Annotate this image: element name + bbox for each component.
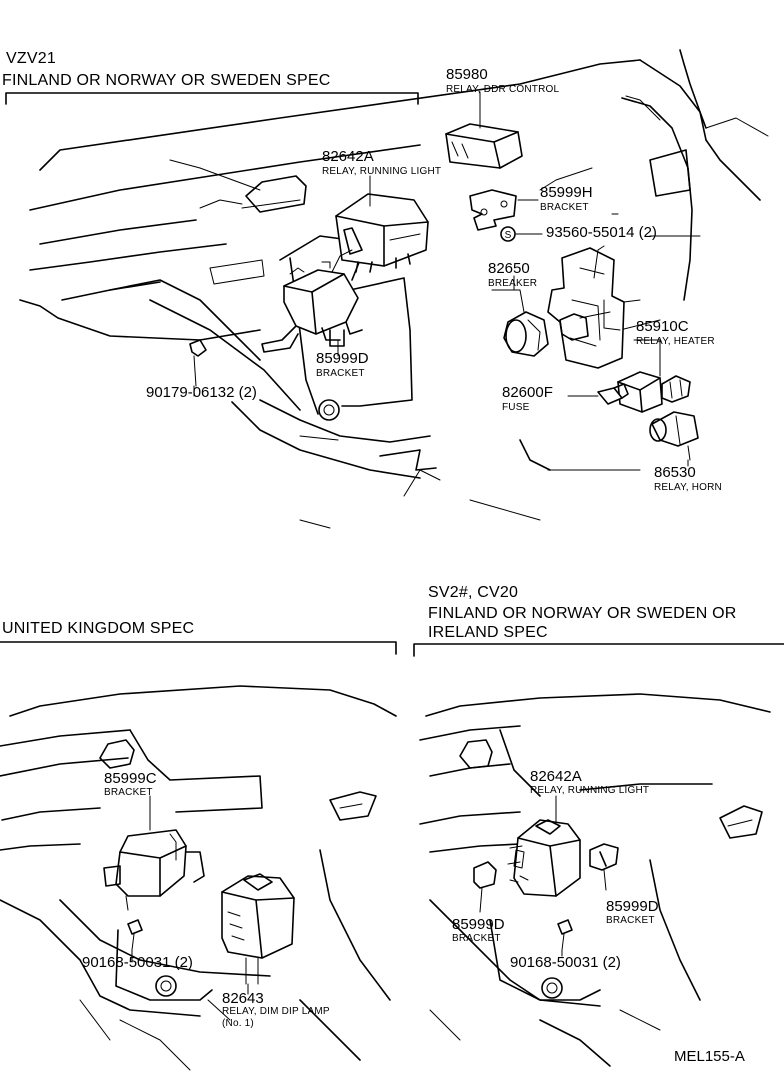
part-desc-bracket-d-top: BRACKET <box>316 368 365 379</box>
part-number-bracket-d-top: 85999D <box>316 350 369 367</box>
part-desc-fuse: FUSE <box>502 402 530 413</box>
bottom-right-model-label: SV2#, CV20 <box>428 584 519 601</box>
bottom-right-spec-line1: FINLAND OR NORWAY OR SWEDEN OR <box>428 605 737 622</box>
part-desc-relay-running-top: RELAY, RUNNING LIGHT <box>322 166 442 177</box>
screw-icon: S <box>500 226 543 242</box>
fuse-icon <box>567 383 629 405</box>
part-number-clip: 90179-06132 (2) <box>146 384 257 401</box>
relay-icon <box>331 193 429 273</box>
relay-icon <box>649 411 699 461</box>
relay-icon <box>507 819 581 897</box>
breaker-icon <box>491 289 549 357</box>
bottom-left-spec-label: UNITED KINGDOM SPEC <box>2 620 195 637</box>
bracket-icon <box>103 811 205 911</box>
part-desc-bracket-h: BRACKET <box>540 202 589 213</box>
part-desc-relay-ddr: RELAY, DDR CONTROL <box>446 84 560 95</box>
bracket-icon <box>473 861 497 913</box>
bottom-right-dashboard-outline <box>419 693 771 1067</box>
part-number-screw-bottom-right: 90168-50031 (2) <box>510 954 621 971</box>
part-number-screw-top: 93560-55014 (2) <box>546 224 657 241</box>
bottom-right-section-drawing <box>413 643 784 1067</box>
bottom-left-section-drawing <box>0 641 397 1071</box>
part-number-bracket-d-left: 85999D <box>452 916 505 933</box>
top-dashboard-outline <box>19 49 769 529</box>
bottom-right-header-bracket <box>413 643 784 657</box>
part-number-fuse: 82600F <box>502 384 553 401</box>
part-number-breaker: 82650 <box>488 260 530 277</box>
part-number-relay-dim: 82643 <box>222 990 264 1007</box>
part-desc-bracket-c: BRACKET <box>104 787 153 798</box>
bottom-right-leader-lines <box>555 795 563 957</box>
bracket-icon <box>589 843 619 891</box>
screw-icon <box>557 919 573 951</box>
clip-icon <box>189 339 207 387</box>
part-number-screw-bottom-left: 90168-50031 (2) <box>82 954 193 971</box>
bottom-left-dashboard-outline <box>0 685 397 1071</box>
part-desc-relay-heater: RELAY, HEATER <box>636 336 715 347</box>
part-desc-relay-running-bottom: RELAY, RUNNING LIGHT <box>530 785 650 796</box>
bottom-left-header-bracket <box>0 641 397 655</box>
screw-icon <box>127 919 143 951</box>
screw-symbol: S <box>505 230 512 241</box>
part-number-relay-running-bottom: 82642A <box>530 768 582 785</box>
figure-code: MEL155-A <box>674 1048 745 1065</box>
part-desc2-relay-dim: (No. 1) <box>222 1018 254 1029</box>
top-leader-lines <box>193 91 689 467</box>
part-desc-relay-horn: RELAY, HORN <box>654 482 722 493</box>
top-header-bracket <box>5 92 419 105</box>
relay-icon <box>445 123 523 169</box>
relay-block <box>547 213 641 369</box>
part-number-relay-heater: 85910C <box>636 318 689 335</box>
bottom-right-spec-line2: IRELAND SPEC <box>428 624 548 641</box>
bracket-icon <box>261 261 363 353</box>
part-desc-breaker: BREAKER <box>488 278 538 289</box>
part-desc-bracket-d-right: BRACKET <box>606 915 655 926</box>
top-section-drawing: S <box>5 49 769 529</box>
part-desc-bracket-d-left: BRACKET <box>452 933 501 944</box>
part-number-bracket-h: 85999H <box>540 184 593 201</box>
top-model-label: VZV21 <box>6 50 56 67</box>
bracket-icon <box>469 189 517 231</box>
part-number-bracket-c: 85999C <box>104 770 157 787</box>
part-desc-relay-dim: RELAY, DIM DIP LAMP <box>222 1006 330 1017</box>
bottom-left-leader-lines <box>131 795 249 995</box>
part-number-relay-horn: 86530 <box>654 464 696 481</box>
top-spec-label: FINLAND OR NORWAY OR SWEDEN SPEC <box>2 72 331 89</box>
part-number-relay-running-top: 82642A <box>322 148 374 165</box>
relay-icon <box>221 873 295 985</box>
relay-icon <box>617 371 691 413</box>
part-number-bracket-d-right: 85999D <box>606 898 659 915</box>
part-number-relay-ddr: 85980 <box>446 66 488 83</box>
